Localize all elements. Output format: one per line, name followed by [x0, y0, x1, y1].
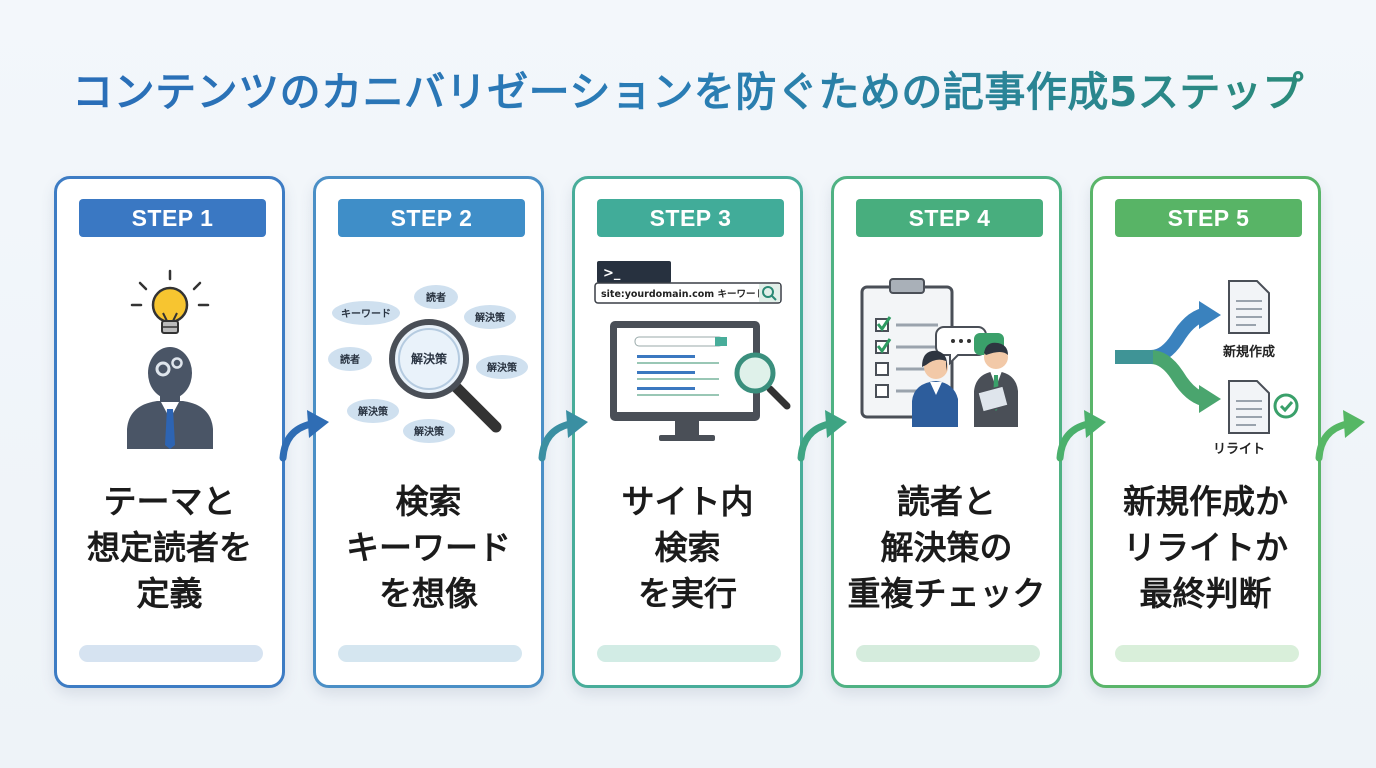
svg-text:新規作成: 新規作成 [1223, 344, 1275, 360]
step-bar-4 [856, 645, 1040, 662]
step-label-4: 読者と 解決策の 重複チェック [847, 482, 1046, 613]
step-label-2: 検索 キーワード を想像 [346, 482, 511, 613]
magnifier-icon: 解決策 [389, 319, 502, 433]
step-label-5: 新規作成か リライトか 最終判断 [1123, 482, 1288, 613]
people-discussion-icon [912, 326, 1018, 427]
step-card-5: STEP 5 新規作成 リライト 新規作成か リライトか 最終判断 [1090, 176, 1321, 688]
lightbulb-icon [130, 269, 210, 334]
svg-text:site:yourdomain.com キーワード: site:yourdomain.com キーワード [601, 289, 765, 300]
step-bar-3 [597, 645, 781, 662]
step-label-1: テーマと 想定読者を 定義 [87, 482, 252, 613]
svg-text:>_: >_ [603, 266, 621, 281]
svg-text:解決策: 解決策 [475, 311, 506, 324]
step1-illustration [127, 269, 213, 449]
step4-illustration [860, 278, 1018, 427]
branch-arrow-icon [1115, 301, 1221, 413]
svg-text:読者: 読者 [426, 291, 446, 304]
step-badge-4: STEP 4 [856, 199, 1043, 237]
step-card-2: STEP 2 キーワード 読者 解決策 読者 解決策 解決策 解決策 解決策 検… [313, 176, 544, 688]
step-badge-1: STEP 1 [79, 199, 266, 237]
step-badge-5: STEP 5 [1115, 199, 1302, 237]
step5-illustration: 新規作成 リライト [1115, 280, 1299, 457]
head-gears-icon [127, 347, 213, 449]
step-bar-1 [79, 645, 263, 662]
step-arrow-4 [1056, 410, 1106, 462]
step-card-3: STEP 3 >_ site:yourdomain.com キーワード [572, 176, 803, 688]
step3-illustration: >_ site:yourdomain.com キーワード [594, 261, 791, 441]
step-card-4: STEP 4 [831, 176, 1062, 688]
svg-text:解決策: 解決策 [358, 405, 389, 418]
step-arrow-1 [279, 410, 329, 462]
svg-text:解決策: 解決策 [414, 425, 445, 438]
document-icon [1228, 280, 1270, 334]
page-title: コンテンツのカニバリゼーションを防ぐための記事作成5ステップ [0, 58, 1376, 118]
svg-text:読者: 読者 [340, 353, 360, 366]
terminal-icon: >_ [597, 261, 671, 283]
step-arrow-2 [538, 410, 588, 462]
monitor-icon [610, 321, 760, 441]
svg-text:解決策: 解決策 [411, 351, 448, 366]
speech-bubbles: キーワード 読者 解決策 読者 解決策 解決策 解決策 [328, 285, 528, 443]
check-circle-icon [1273, 393, 1299, 419]
step-badge-3: STEP 3 [597, 199, 784, 237]
document-icon [1228, 380, 1270, 434]
step-bar-5 [1115, 645, 1299, 662]
step2-illustration: キーワード 読者 解決策 読者 解決策 解決策 解決策 解決策 [328, 285, 528, 443]
svg-text:キーワード: キーワード [341, 308, 391, 320]
search-bar: site:yourdomain.com キーワード [594, 282, 782, 304]
step-bar-2 [338, 645, 522, 662]
step-badge-2: STEP 2 [338, 199, 525, 237]
step-arrow-3 [797, 410, 847, 462]
step-arrow-5 [1315, 410, 1365, 462]
step-card-1: STEP 1 テーマと 想定読者を 定義 [54, 176, 285, 688]
svg-text:リライト: リライト [1213, 442, 1265, 457]
svg-text:解決策: 解決策 [487, 361, 518, 374]
step-label-3: サイト内 検索 を実行 [621, 482, 754, 613]
search-icon [762, 286, 777, 301]
magnifier-icon [734, 352, 791, 410]
